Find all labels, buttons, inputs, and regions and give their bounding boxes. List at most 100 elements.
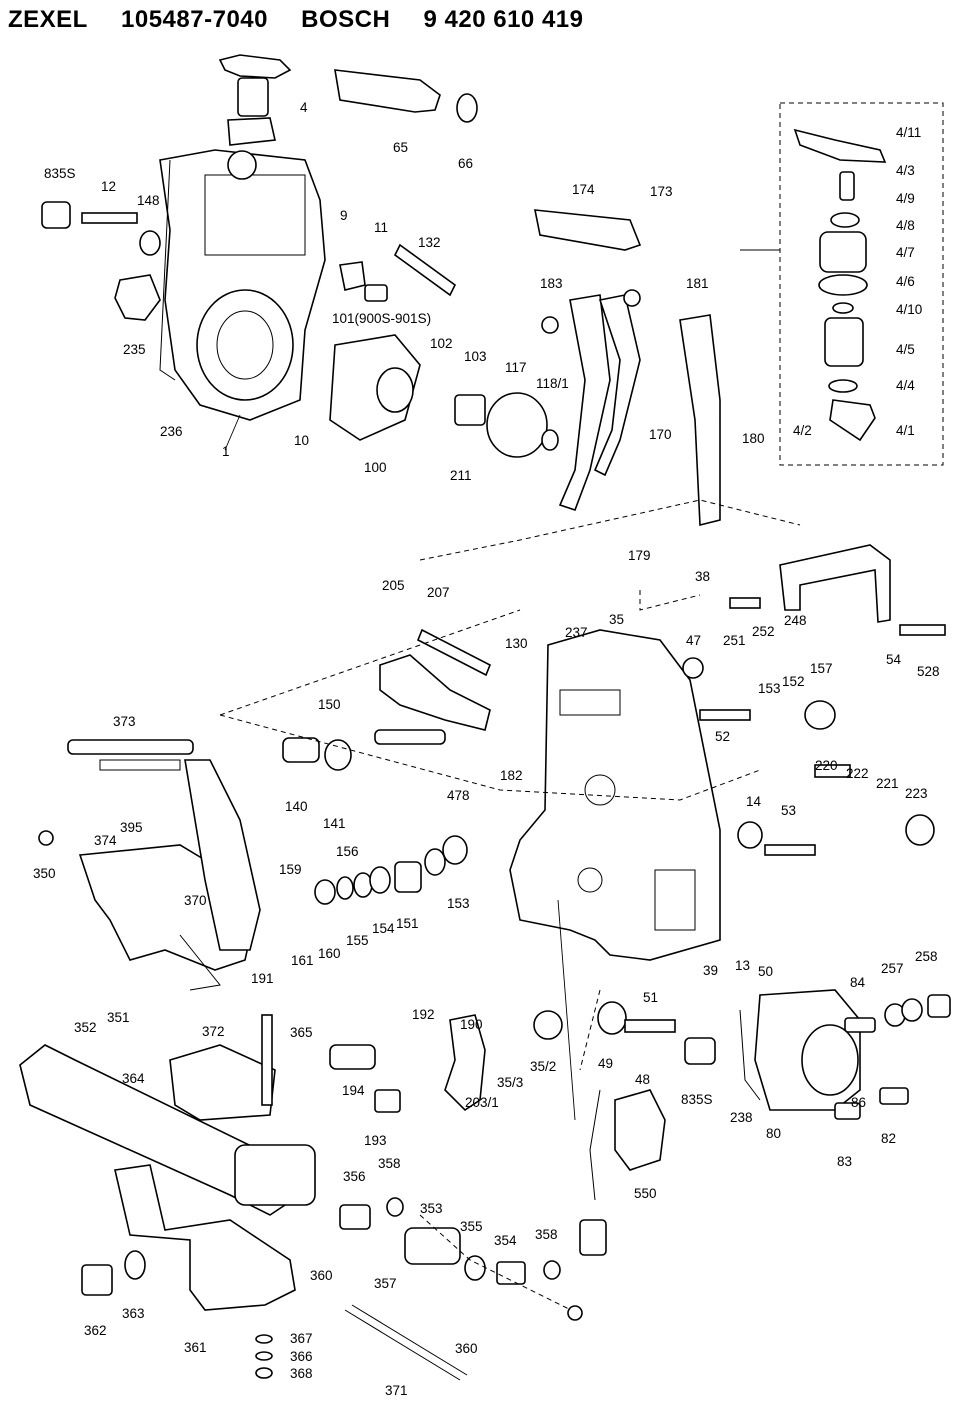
label-151: 151 (396, 916, 419, 931)
label-528: 528 (917, 664, 940, 679)
label-4-10: 4/10 (896, 302, 922, 317)
label-153: 153 (758, 681, 781, 696)
label-223: 223 (905, 786, 928, 801)
label-374: 374 (94, 833, 117, 848)
label-365: 365 (290, 1025, 313, 1040)
label-155: 155 (346, 933, 369, 948)
label-48: 48 (635, 1072, 650, 1087)
label-80: 80 (766, 1126, 781, 1141)
label-161: 161 (291, 953, 314, 968)
label-140: 140 (285, 799, 308, 814)
label-193: 193 (364, 1133, 387, 1148)
label-130: 130 (505, 636, 528, 651)
label-47: 47 (686, 633, 701, 648)
label-4-2: 4/2 (793, 423, 812, 438)
label-373: 373 (113, 714, 136, 729)
connector-356-drawing (339, 1197, 561, 1285)
label-153-lower: 153 (447, 896, 470, 911)
label-358: 358 (378, 1156, 401, 1171)
label-364: 364 (122, 1071, 145, 1086)
label-160: 160 (318, 946, 341, 961)
label-35: 35 (609, 612, 624, 627)
label-478: 478 (447, 788, 470, 803)
sub-assembly-4-drawing (793, 128, 887, 442)
label-54: 54 (886, 652, 902, 667)
label-191: 191 (251, 971, 274, 986)
bosch-part-number: 9 420 610 419 (423, 6, 584, 33)
label-4-3: 4/3 (896, 163, 915, 178)
cover-238-drawing (739, 989, 861, 1111)
sub-assembly-4-box (779, 102, 944, 466)
label-83: 83 (837, 1154, 852, 1169)
label-4-4: 4/4 (896, 378, 915, 393)
maker-label: BOSCH (301, 6, 391, 33)
label-12: 12 (101, 179, 116, 194)
label-220: 220 (815, 758, 838, 773)
label-86: 86 (851, 1095, 866, 1110)
label-221: 221 (876, 776, 899, 791)
label-4-8: 4/8 (896, 218, 915, 233)
label-257: 257 (881, 961, 904, 976)
label-362: 362 (84, 1323, 107, 1338)
label-159: 159 (279, 862, 302, 877)
label-203-1: 203/1 (465, 1095, 499, 1110)
label-370: 370 (184, 893, 207, 908)
lever-shaft-373-drawing (67, 739, 194, 771)
screws-right-drawing (834, 994, 951, 1120)
label-82: 82 (881, 1131, 896, 1146)
label-132: 132 (418, 235, 441, 250)
label-358-lower: 358 (535, 1227, 558, 1242)
label-222: 222 (846, 766, 869, 781)
washer-row-drawing (314, 835, 468, 905)
label-4-11: 4/11 (896, 125, 921, 140)
label-173: 173 (650, 184, 673, 199)
label-252: 252 (752, 624, 775, 639)
label-49: 49 (598, 1056, 613, 1071)
label-360-lower: 360 (455, 1341, 478, 1356)
label-4-9: 4/9 (896, 191, 915, 206)
spring-140-drawing (282, 737, 352, 771)
nut-stack-drawing (255, 1334, 273, 1379)
label-65: 65 (393, 140, 408, 155)
label-361: 361 (184, 1340, 207, 1355)
label-4-5: 4/5 (896, 342, 915, 357)
label-141: 141 (323, 816, 346, 831)
bracket-361-drawing (81, 1164, 296, 1311)
label-102: 102 (430, 336, 453, 351)
label-4-7: 4/7 (896, 245, 915, 260)
label-52: 52 (715, 729, 730, 744)
governor-flyweight-assembly-drawing (329, 243, 559, 458)
label-35-3: 35/3 (497, 1075, 523, 1090)
label-35-2: 35/2 (530, 1059, 556, 1074)
bracket-248-drawing (729, 544, 946, 636)
label-211: 211 (450, 468, 472, 483)
label-101: 101(900S-901S) (332, 311, 431, 326)
bracket-190-drawing (329, 1010, 563, 1113)
label-174: 174 (572, 182, 595, 197)
label-237: 237 (565, 625, 588, 640)
label-360: 360 (310, 1268, 333, 1283)
part-labels: 4 65 66 835S 12 148 9 11 132 174 173 183… (33, 100, 940, 1398)
small-parts-right-drawing (682, 657, 935, 856)
label-38: 38 (695, 569, 710, 584)
label-238: 238 (730, 1110, 753, 1125)
label-357: 357 (374, 1276, 397, 1291)
label-192: 192 (412, 1007, 435, 1022)
label-156: 156 (336, 844, 359, 859)
label-235: 235 (123, 342, 146, 357)
label-152: 152 (782, 674, 805, 689)
label-550: 550 (634, 1186, 657, 1201)
label-367: 367 (290, 1331, 313, 1346)
label-157: 157 (810, 661, 833, 676)
label-1: 1 (222, 444, 230, 459)
label-372: 372 (202, 1024, 225, 1039)
label-183: 183 (540, 276, 563, 291)
label-352: 352 (74, 1020, 97, 1035)
label-117: 117 (505, 360, 527, 375)
label-368: 368 (290, 1366, 313, 1381)
label-84: 84 (850, 975, 866, 990)
zexel-part-number: 105487-7040 (121, 6, 268, 33)
label-9: 9 (340, 208, 348, 223)
label-4-6: 4/6 (896, 274, 915, 289)
governor-cover-bracket-drawing (218, 54, 292, 146)
